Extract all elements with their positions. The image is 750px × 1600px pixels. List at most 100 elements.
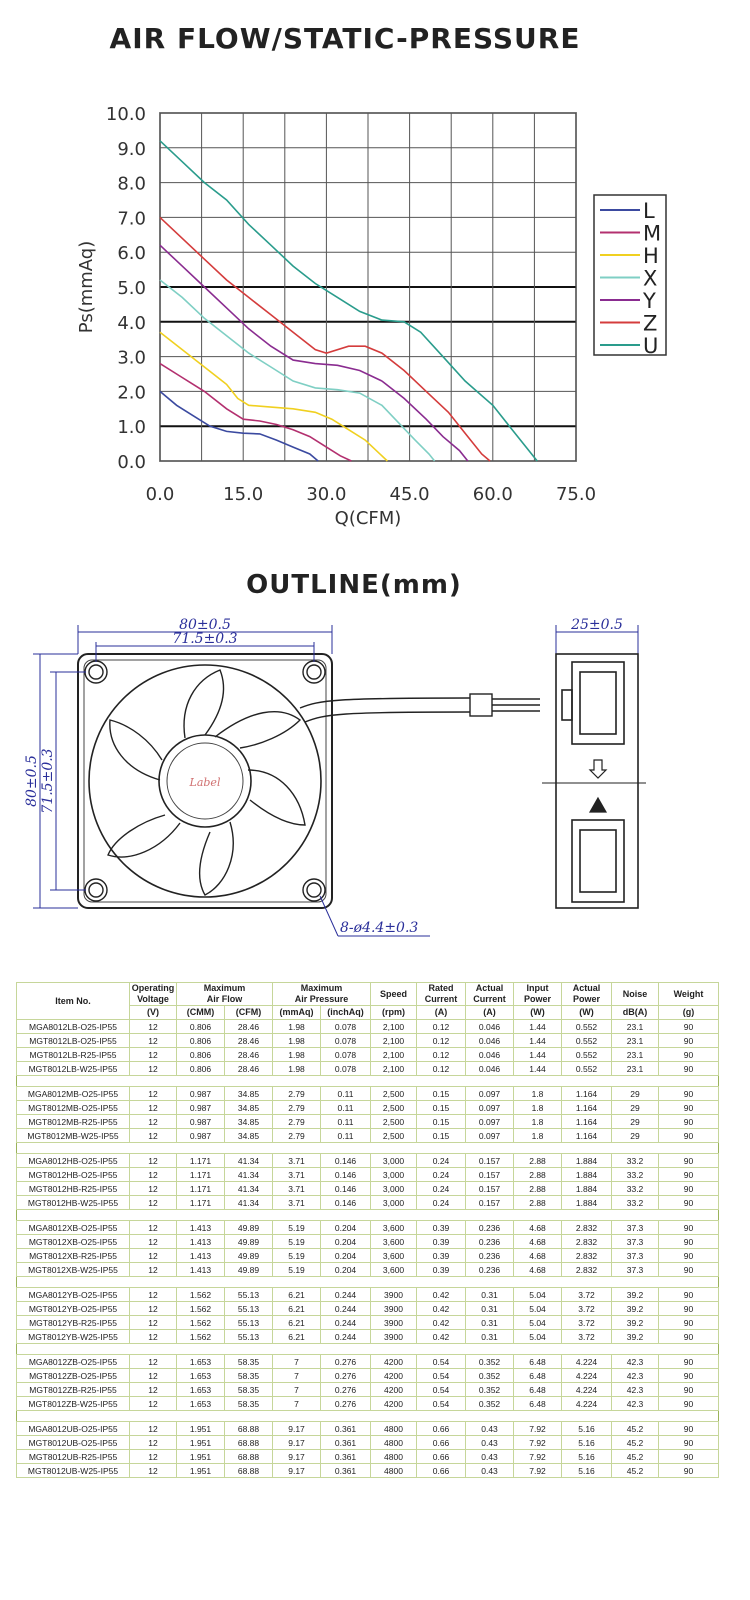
table-cell: 0.39 — [416, 1220, 467, 1235]
table-cell: 12 — [129, 1195, 177, 1210]
table-cell: 0.39 — [416, 1234, 467, 1249]
table-cell: 12 — [129, 1315, 177, 1330]
table-cell: 90 — [658, 1315, 720, 1330]
table-cell: 7 — [272, 1354, 322, 1369]
table-cell: 1.44 — [513, 1061, 563, 1076]
height-outer-dim: 80±0.5 — [24, 755, 40, 807]
table-cell: 2.88 — [513, 1195, 563, 1210]
table-cell: 0.204 — [320, 1220, 372, 1235]
table-cell: 3900 — [370, 1301, 418, 1316]
table-cell: 29 — [611, 1114, 660, 1129]
table-cell: MGT8012LB-W25-IP55 — [16, 1061, 130, 1076]
table-cell: 12 — [129, 1128, 177, 1143]
x-tick-2: 30.0 — [306, 484, 346, 505]
table-cell: 0.361 — [320, 1435, 372, 1450]
table-cell: 28.46 — [223, 1061, 274, 1076]
table-cell: 12 — [129, 1114, 177, 1129]
table-cell: 0.43 — [465, 1449, 515, 1464]
table-cell: 4.224 — [561, 1368, 613, 1383]
table-cell: 90 — [658, 1262, 720, 1277]
table-cell: 90 — [658, 1019, 720, 1034]
table-cell: 0.236 — [465, 1248, 515, 1263]
col-item-no: Item No. — [16, 982, 130, 1020]
table-cell: 0.236 — [465, 1234, 515, 1249]
table-cell: 90 — [658, 1100, 720, 1115]
table-cell: 12 — [129, 1019, 177, 1034]
table-cell: 3,000 — [370, 1153, 418, 1168]
table-cell: 3.72 — [561, 1315, 613, 1330]
table-cell: 90 — [658, 1195, 720, 1210]
table-cell: 7.92 — [513, 1449, 563, 1464]
table-cell: 39.2 — [611, 1329, 660, 1344]
table-cell: 2,500 — [370, 1086, 418, 1101]
table-cell: 0.15 — [416, 1086, 467, 1101]
table-cell: 33.2 — [611, 1181, 660, 1196]
col-weight: Weight — [658, 982, 720, 1006]
table-cell: 1.98 — [272, 1019, 322, 1034]
table-cell: 0.204 — [320, 1234, 372, 1249]
table-cell: 0.66 — [416, 1463, 467, 1478]
table-cell: 5.19 — [272, 1220, 322, 1235]
table-cell: 3.71 — [272, 1153, 322, 1168]
table-cell: 0.42 — [416, 1315, 467, 1330]
table-cell: 1.171 — [176, 1195, 225, 1210]
x-tick-4: 60.0 — [473, 484, 513, 505]
table-cell: 0.352 — [465, 1382, 515, 1397]
table-cell: 29 — [611, 1100, 660, 1115]
table-cell: 1.8 — [513, 1086, 563, 1101]
table-cell: 7.92 — [513, 1463, 563, 1478]
table-cell: 0.31 — [465, 1287, 515, 1302]
table-cell: 90 — [658, 1368, 720, 1383]
table-cell: 0.046 — [465, 1047, 515, 1062]
y-tick-1: 1.0 — [117, 417, 146, 438]
unit-5: (rpm) — [370, 1005, 418, 1020]
table-cell: 0.24 — [416, 1167, 467, 1182]
table-cell: 2.832 — [561, 1234, 613, 1249]
table-cell: 90 — [658, 1128, 720, 1143]
table-cell: 58.35 — [223, 1396, 274, 1411]
table-cell: 2,100 — [370, 1047, 418, 1062]
table-cell: 12 — [129, 1100, 177, 1115]
table-cell: 1.884 — [561, 1195, 613, 1210]
table-cell: 5.16 — [561, 1463, 613, 1478]
table-cell: 3.71 — [272, 1181, 322, 1196]
table-cell: 34.85 — [223, 1128, 274, 1143]
table-cell: 0.146 — [320, 1195, 372, 1210]
table-cell: 0.361 — [320, 1463, 372, 1478]
table-cell: 1.8 — [513, 1128, 563, 1143]
table-cell: 45.2 — [611, 1421, 660, 1436]
table-cell: 3,600 — [370, 1234, 418, 1249]
table-cell: 4.68 — [513, 1248, 563, 1263]
table-cell: 0.806 — [176, 1061, 225, 1076]
table-cell: 0.276 — [320, 1354, 372, 1369]
y-tick-labels: 0.01.02.03.04.05.06.07.08.09.010.0 — [106, 104, 146, 473]
fan-shroud — [88, 664, 322, 898]
outline-title: OUTLINE(mm) — [246, 570, 462, 600]
table-cell: 90 — [658, 1354, 720, 1369]
table-cell: 4.224 — [561, 1354, 613, 1369]
table-cell: 90 — [658, 1086, 720, 1101]
unit-0: (V) — [129, 1005, 177, 1020]
table-cell: 6.48 — [513, 1368, 563, 1383]
table-cell: 0.244 — [320, 1301, 372, 1316]
table-cell: 1.562 — [176, 1301, 225, 1316]
table-cell: 0.24 — [416, 1153, 467, 1168]
table-cell: 6.21 — [272, 1329, 322, 1344]
group-spacer — [16, 1276, 719, 1288]
table-cell: 4.224 — [561, 1382, 613, 1397]
table-cell: 6.48 — [513, 1396, 563, 1411]
table-cell: 12 — [129, 1047, 177, 1062]
table-cell: 34.85 — [223, 1100, 274, 1115]
table-cell: MGA8012YB-O25-IP55 — [16, 1287, 130, 1302]
